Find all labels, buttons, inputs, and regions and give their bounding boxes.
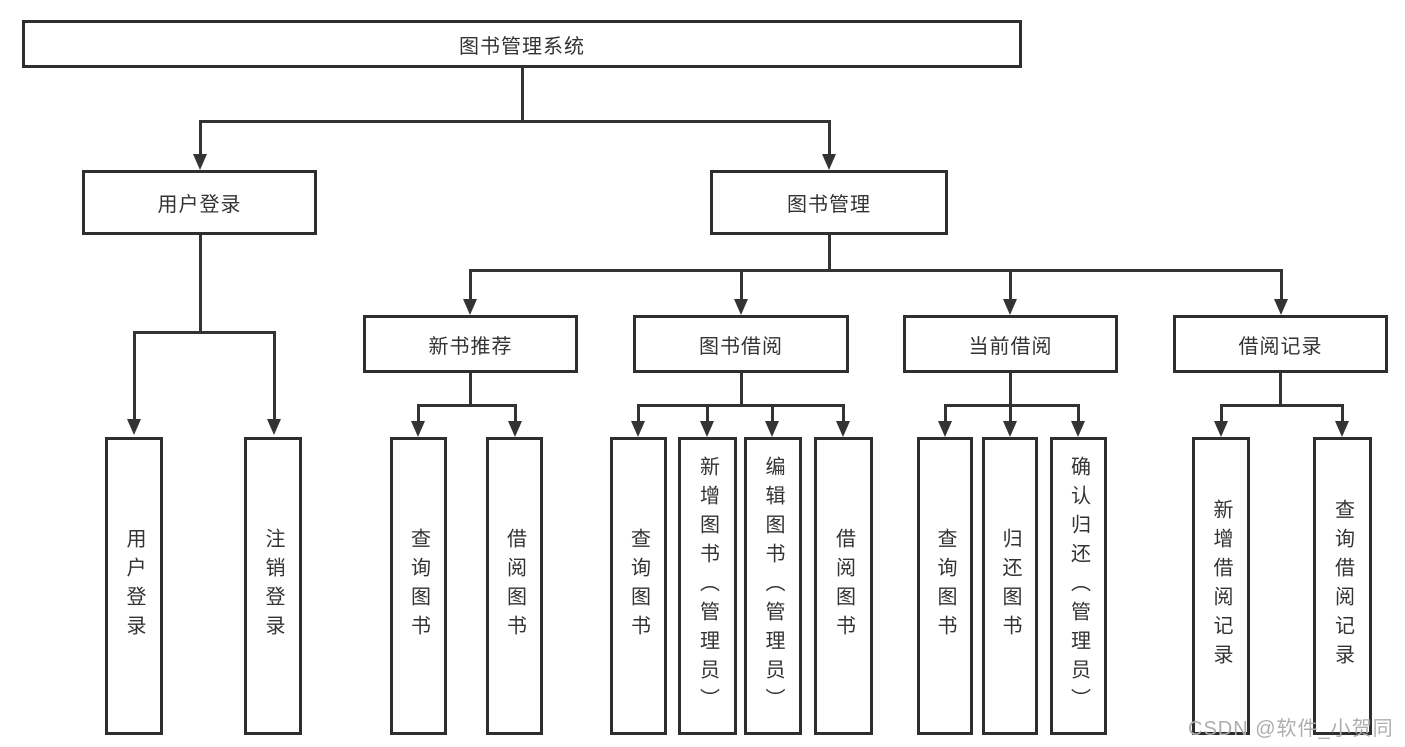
connector-stem-new-book — [468, 269, 472, 300]
node-label: 新增图书（管理员） — [696, 455, 719, 717]
arrowhead-down-icon — [700, 421, 714, 437]
node-label: 查询图书 — [934, 528, 956, 644]
connector-stem-leaf — [1076, 404, 1080, 423]
node-label: 新增借阅记录 — [1210, 499, 1232, 673]
arrowhead-down-icon — [822, 154, 836, 170]
connector-stem-leaf — [1219, 404, 1223, 423]
connector-user-login-stem — [198, 235, 202, 334]
connector-stem-borrow-record — [1279, 269, 1283, 300]
arrowhead-down-icon — [508, 421, 522, 437]
connector-user-login-crossbar — [132, 331, 276, 334]
leaf-query-borrow-record: 查询借阅记录 — [1313, 437, 1372, 735]
connector-stem-leaf — [943, 404, 947, 423]
node-label: 当前借阅 — [968, 335, 1053, 358]
leaf-edit-book-admin: 编辑图书（管理员） — [744, 437, 802, 735]
connector-new-book-crossbar — [416, 404, 517, 407]
leaf-recommend-query-book: 查询图书 — [390, 437, 447, 735]
leaf-logout-login: 注销登录 — [244, 437, 302, 735]
node-user-login: 用户登录 — [82, 170, 317, 235]
arrowhead-down-icon — [765, 421, 779, 437]
connector-stem-leaf — [841, 404, 845, 423]
arrowhead-down-icon — [1003, 299, 1017, 315]
arrowhead-down-icon — [1071, 421, 1085, 437]
node-label: 用户登录 — [123, 528, 145, 644]
connector-root-stem — [520, 68, 524, 123]
connector-stem-user-login — [198, 120, 202, 155]
leaf-current-query-book: 查询图书 — [917, 437, 973, 735]
node-new-book-recommend: 新书推荐 — [363, 315, 578, 373]
connector-borrow-record-stem — [1278, 373, 1282, 407]
node-label: 用户登录 — [157, 194, 242, 216]
connector-book-borrow-crossbar — [636, 404, 845, 407]
leaf-borrow-book: 借阅图书 — [814, 437, 873, 735]
node-label: 查询图书 — [407, 528, 430, 644]
arrowhead-down-icon — [1335, 421, 1349, 437]
node-root-library-system: 图书管理系统 — [22, 20, 1022, 68]
leaf-borrow-query-book: 查询图书 — [610, 437, 667, 735]
connector-borrow-record-crossbar — [1219, 404, 1344, 407]
node-book-borrow: 图书借阅 — [633, 315, 849, 373]
connector-stem-leaf — [1008, 404, 1012, 423]
node-label: 查询图书 — [627, 528, 650, 644]
arrowhead-down-icon — [267, 419, 281, 435]
arrowhead-down-icon — [1214, 421, 1228, 437]
node-label: 查询借阅记录 — [1331, 499, 1354, 673]
arrowhead-down-icon — [1003, 421, 1017, 437]
node-label: 图书管理系统 — [459, 35, 585, 58]
connector-stem-book-management — [827, 120, 831, 155]
connector-book-management-stem — [827, 235, 831, 272]
connector-stem-leaf — [416, 404, 420, 423]
connector-stem-leaf — [705, 404, 709, 423]
connector-stem-book-borrow — [739, 269, 743, 300]
leaf-return-book: 归还图书 — [982, 437, 1038, 735]
node-label: 图书借阅 — [699, 335, 783, 358]
connector-stem-leaf — [513, 404, 517, 423]
arrowhead-down-icon — [734, 299, 748, 315]
leaf-confirm-return-admin: 确认归还（管理员） — [1050, 437, 1107, 735]
connector-stem-leaf — [770, 404, 774, 423]
arrowhead-down-icon — [631, 421, 645, 437]
node-label: 新书推荐 — [428, 335, 513, 358]
node-current-borrow: 当前借阅 — [903, 315, 1118, 373]
connector-book-borrow-stem — [739, 373, 743, 407]
connector-stem-leaf — [636, 404, 640, 423]
node-label: 确认归还（管理员） — [1067, 455, 1090, 717]
node-label: 借阅图书 — [832, 528, 855, 644]
connector-current-borrow-crossbar — [943, 404, 1080, 407]
arrowhead-down-icon — [193, 154, 207, 170]
node-book-management: 图书管理 — [710, 170, 948, 235]
node-label: 图书管理 — [787, 194, 871, 216]
connector-current-borrow-stem — [1008, 373, 1012, 407]
leaf-add-book-admin: 新增图书（管理员） — [678, 437, 737, 735]
node-label: 归还图书 — [999, 528, 1021, 644]
node-label: 编辑图书（管理员） — [762, 455, 784, 717]
node-borrow-record: 借阅记录 — [1173, 315, 1388, 373]
arrowhead-down-icon — [411, 421, 425, 437]
leaf-add-borrow-record: 新增借阅记录 — [1192, 437, 1250, 735]
connector-new-book-stem — [468, 373, 472, 407]
node-label: 注销登录 — [262, 528, 284, 644]
connector-root-crossbar — [198, 120, 831, 123]
csdn-watermark: CSDN @软件_小贺同学 — [1188, 718, 1394, 740]
arrowhead-down-icon — [836, 421, 850, 437]
node-label: 借阅图书 — [503, 528, 526, 644]
node-label: 借阅记录 — [1238, 335, 1323, 358]
arrowhead-down-icon — [127, 419, 141, 435]
arrowhead-down-icon — [1274, 299, 1288, 315]
connector-stem-current-borrow — [1008, 269, 1012, 300]
connector-book-management-crossbar — [468, 269, 1283, 272]
arrowhead-down-icon — [463, 299, 477, 315]
connector-stem-leaf — [132, 331, 136, 419]
arrowhead-down-icon — [938, 421, 952, 437]
connector-stem-leaf — [1340, 404, 1344, 423]
leaf-user-login: 用户登录 — [105, 437, 163, 735]
connector-stem-leaf — [272, 331, 276, 419]
leaf-recommend-borrow-book: 借阅图书 — [486, 437, 543, 735]
